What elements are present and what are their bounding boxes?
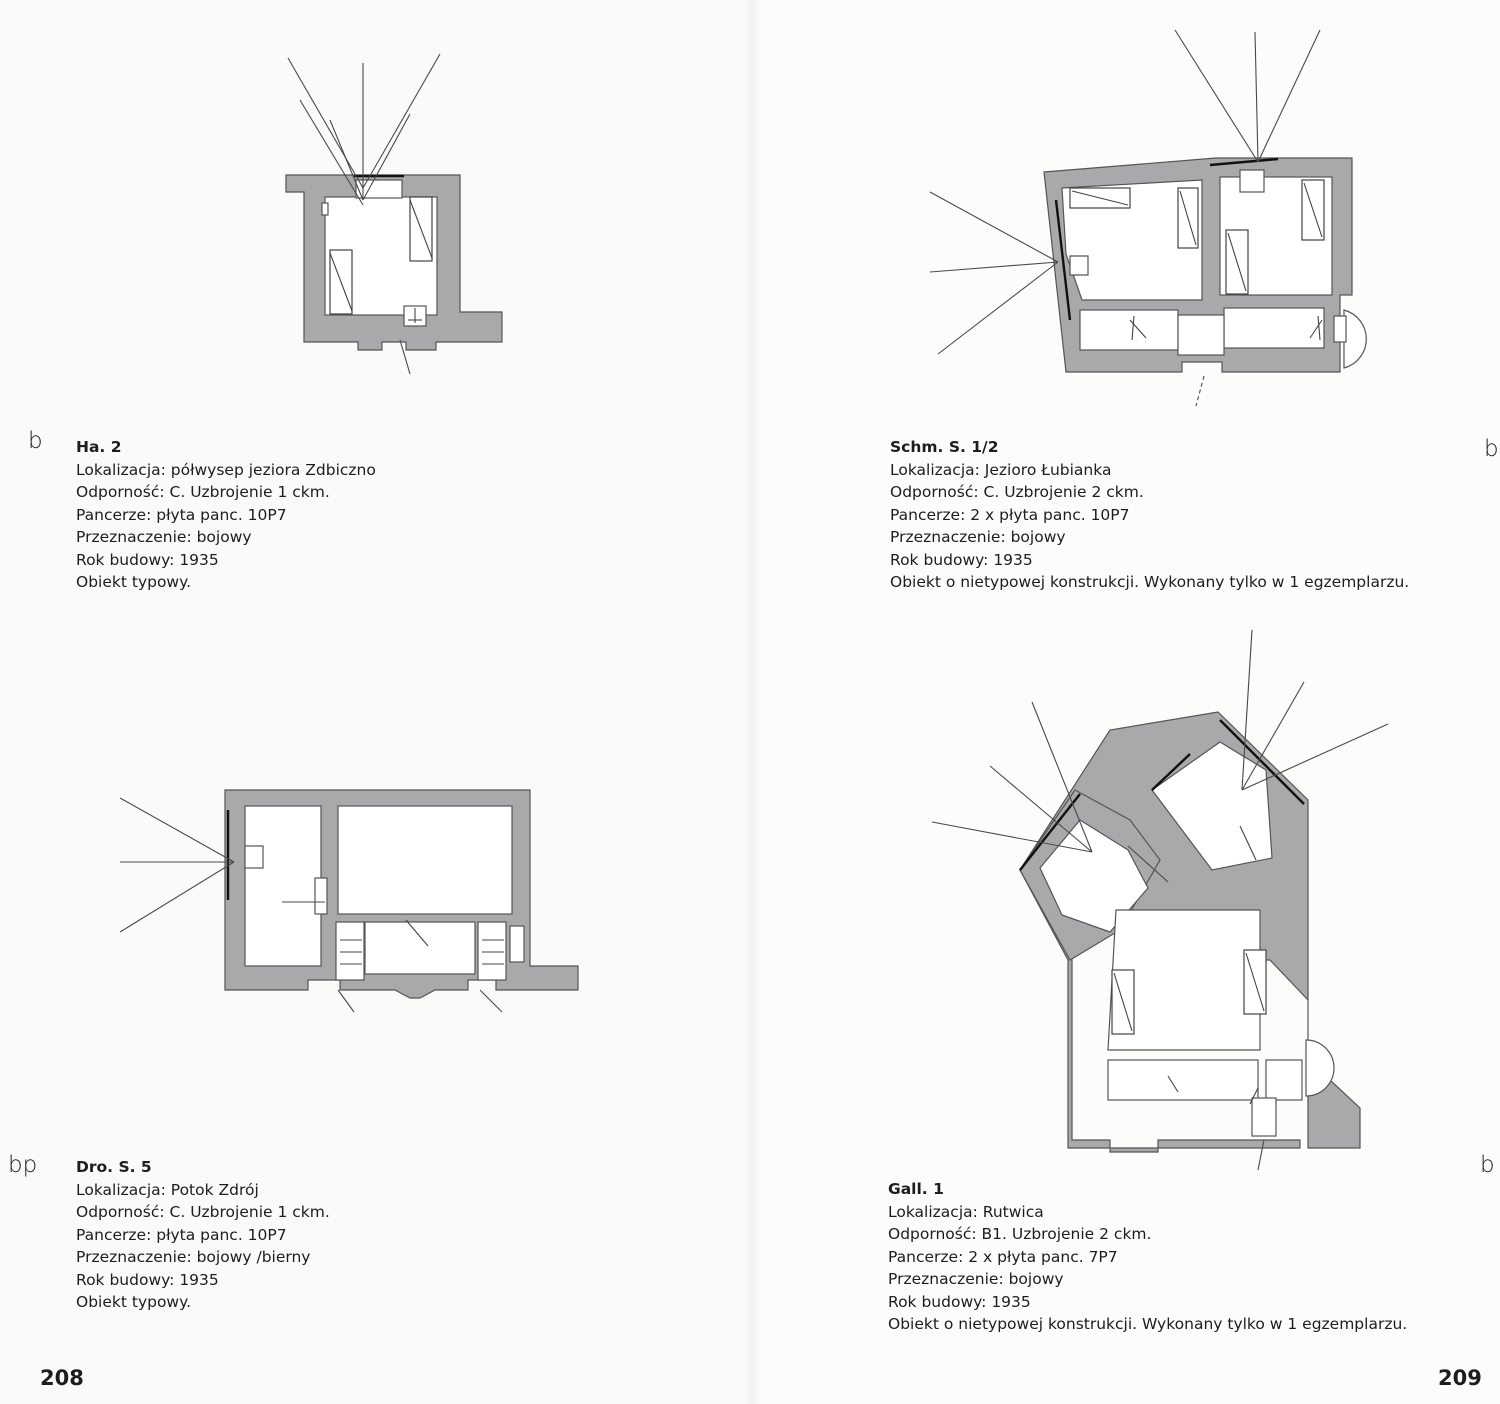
floor-plan-gall (931, 629, 1389, 1171)
entry-line: Odporność: C. Uzbrojenie 2 ckm. (890, 483, 1144, 501)
entry-line: Obiekt o nietypowej konstrukcji. Wykonan… (890, 573, 1410, 591)
entry-title: Ha. 2 (76, 438, 122, 456)
entry-line: Obiekt o nietypowej konstrukcji. Wykonan… (888, 1315, 1408, 1333)
category-gall: b (1480, 1152, 1495, 1178)
floor-plan-dro (119, 789, 579, 1013)
floor-plan-schm (929, 29, 1367, 407)
entry-line: Lokalizacja: Potok Zdrój (76, 1180, 259, 1199)
entry-line: Pancerze: płyta panc. 10P7 (76, 505, 287, 524)
entry-schm: Schm. S. 1/2 Lokalizacja: Jezioro Łubian… (890, 436, 1409, 594)
entry-line: Obiekt typowy. (76, 573, 192, 591)
entry-line: Rok budowy: 1935 (76, 550, 219, 569)
entry-line: Rok budowy: 1935 (890, 550, 1033, 569)
entry-line: Pancerze: 2 x płyta panc. 10P7 (890, 505, 1130, 524)
entry-line: Rok budowy: 1935 (888, 1292, 1031, 1311)
entry-line: Lokalizacja: półwysep jeziora Zdbiczno (76, 460, 376, 479)
entry-line: Pancerze: płyta panc. 10P7 (76, 1225, 287, 1244)
entry-line: Odporność: C. Uzbrojenie 1 ckm. (76, 1203, 330, 1221)
page-number-right: 209 (1438, 1366, 1482, 1390)
entry-line: Przeznaczenie: bojowy (890, 528, 1066, 546)
entry-title: Gall. 1 (888, 1180, 944, 1198)
page-number-left: 208 (40, 1366, 84, 1390)
entry-line: Przeznaczenie: bojowy (888, 1270, 1064, 1288)
category-dro: bp (8, 1152, 38, 1178)
entry-line: Rok budowy: 1935 (76, 1270, 219, 1289)
entry-line: Lokalizacja: Rutwica (888, 1202, 1044, 1221)
entry-gall: Gall. 1 Lokalizacja: Rutwica Odporność: … (888, 1178, 1407, 1336)
entry-line: Odporność: B1. Uzbrojenie 2 ckm. (888, 1225, 1152, 1243)
book-spine-shadow (745, 0, 761, 1404)
entry-title: Schm. S. 1/2 (890, 438, 999, 456)
floor-plan-ha2 (285, 53, 503, 375)
category-schm: b (1484, 436, 1499, 462)
entry-line: Lokalizacja: Jezioro Łubianka (890, 460, 1112, 479)
entry-dro: Dro. S. 5 Lokalizacja: Potok Zdrój Odpor… (76, 1156, 330, 1314)
entry-ha2: Ha. 2 Lokalizacja: półwysep jeziora Zdbi… (76, 436, 376, 594)
entry-line: Przeznaczenie: bojowy (76, 528, 252, 546)
entry-line: Obiekt typowy. (76, 1293, 192, 1311)
entry-line: Przeznaczenie: bojowy /bierny (76, 1248, 311, 1266)
entry-line: Odporność: C. Uzbrojenie 1 ckm. (76, 483, 330, 501)
entry-title: Dro. S. 5 (76, 1158, 152, 1176)
category-ha2: b (28, 428, 43, 454)
entry-line: Pancerze: 2 x płyta panc. 7P7 (888, 1247, 1118, 1266)
